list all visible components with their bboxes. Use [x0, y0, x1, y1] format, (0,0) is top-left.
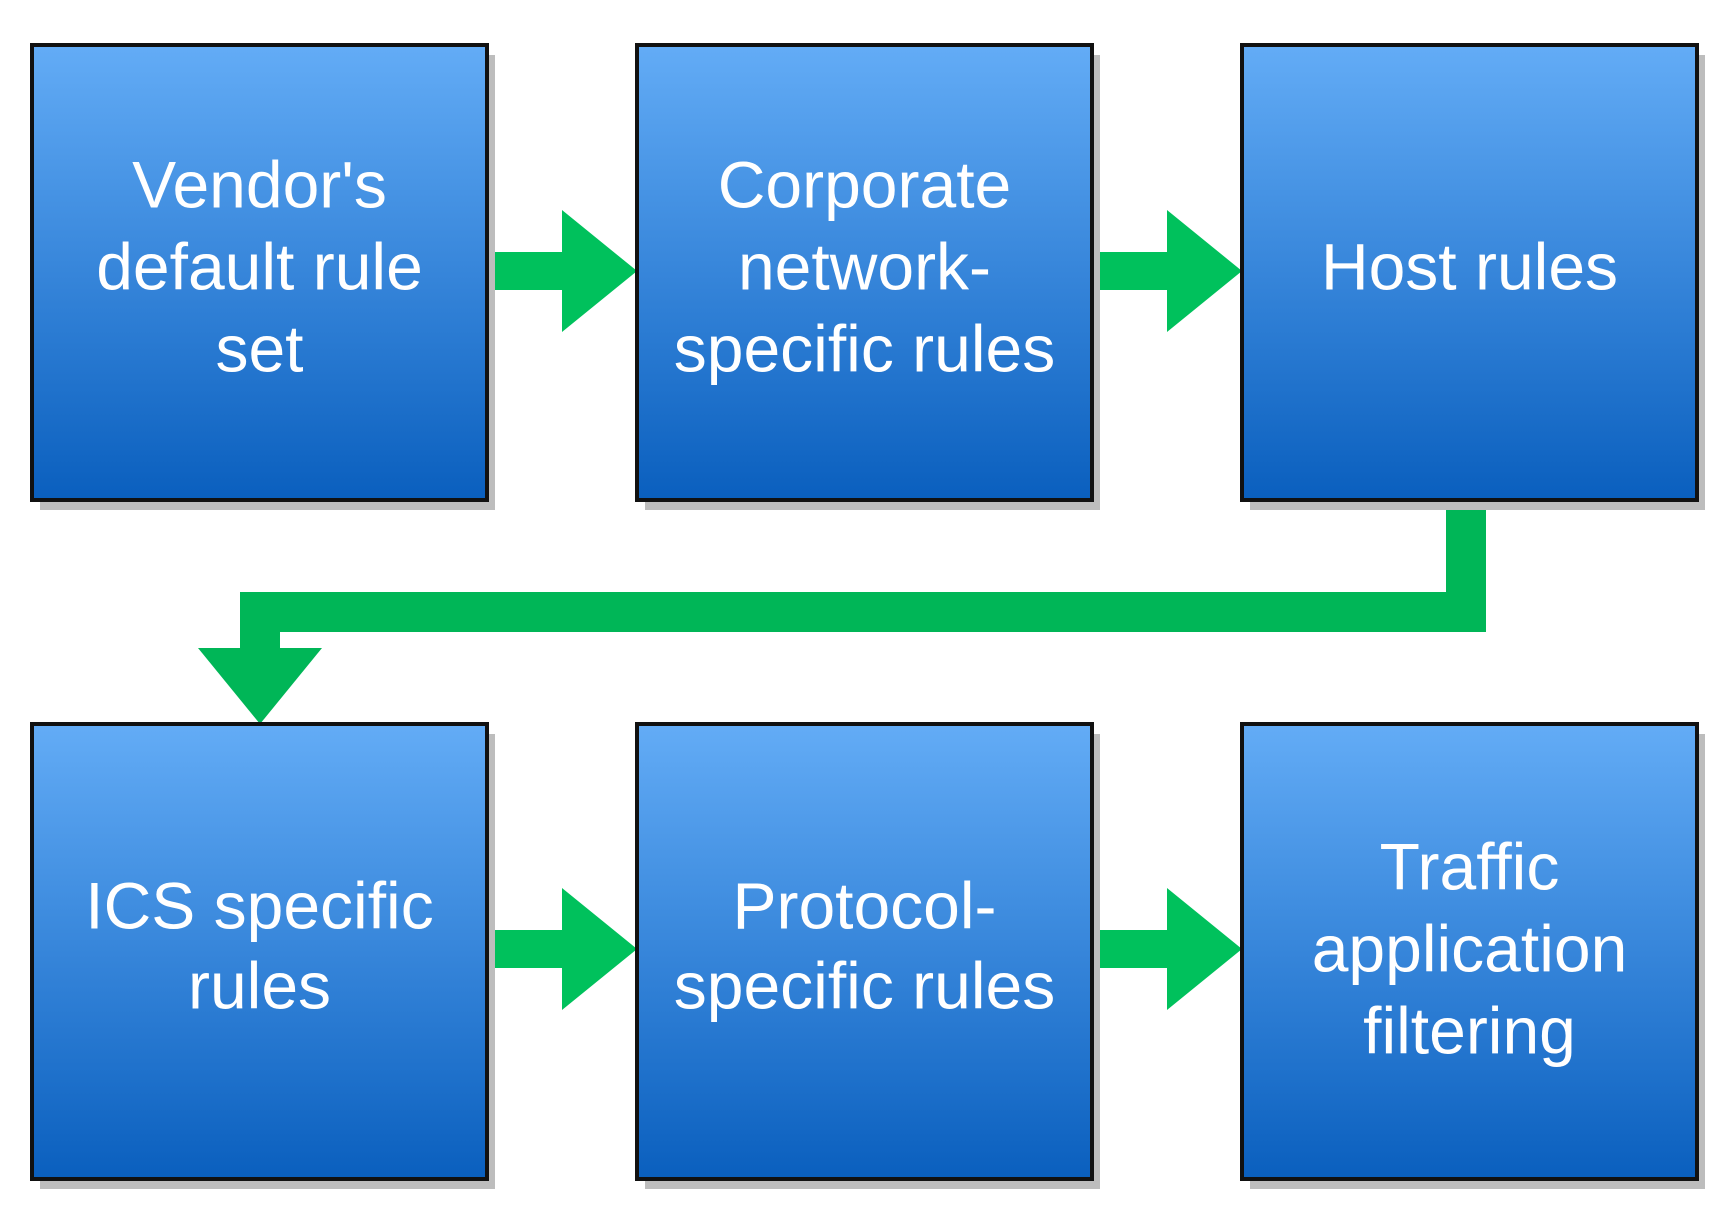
- box-background: [30, 722, 489, 1181]
- arrow-right-icon: [487, 888, 637, 1010]
- box-background: [635, 43, 1094, 502]
- box-label: ICS specific: [85, 868, 433, 942]
- elbow-arrow-host-to-ics: [198, 499, 1486, 724]
- box-ics-specific-rules: ICS specific rules: [30, 722, 495, 1189]
- box-label: application: [1312, 911, 1628, 985]
- box-corporate-network-specific-rules: Corporate network- specific rules: [635, 43, 1100, 510]
- box-label: Corporate: [718, 147, 1012, 221]
- box-label: network-: [738, 229, 991, 303]
- arrow-ics-to-protocol: [487, 888, 637, 1010]
- arrow-protocol-to-traffic: [1092, 888, 1242, 1010]
- box-protocol-specific-rules: Protocol- specific rules: [635, 722, 1100, 1189]
- box-traffic-application-filtering: Traffic application filtering: [1240, 722, 1705, 1189]
- elbow-connector-arrowhead: [198, 648, 322, 724]
- box-label: set: [215, 311, 303, 385]
- box-background: [1240, 43, 1699, 502]
- box-label: specific rules: [674, 948, 1055, 1022]
- box-label: filtering: [1363, 993, 1576, 1067]
- elbow-connector-line: [240, 499, 1486, 648]
- arrow-right-icon: [1092, 210, 1242, 332]
- arrow-right-icon: [1092, 888, 1242, 1010]
- box-label: Vendor's: [132, 147, 387, 221]
- arrow-vendor-to-corporate: [487, 210, 637, 332]
- box-background: [30, 43, 489, 502]
- box-label: rules: [188, 948, 331, 1022]
- arrow-right-icon: [487, 210, 637, 332]
- box-background: [635, 722, 1094, 1181]
- box-background: [1240, 722, 1699, 1181]
- box-label: Traffic: [1380, 829, 1560, 903]
- box-vendor-default-rule-set: Vendor's default rule set: [30, 43, 495, 510]
- box-host-rules: Host rules: [1240, 43, 1705, 510]
- box-label: specific rules: [674, 311, 1055, 385]
- box-label: default rule: [96, 229, 423, 303]
- box-label: Host rules: [1321, 229, 1618, 303]
- arrow-corporate-to-host: [1092, 210, 1242, 332]
- box-label: Protocol-: [732, 868, 996, 942]
